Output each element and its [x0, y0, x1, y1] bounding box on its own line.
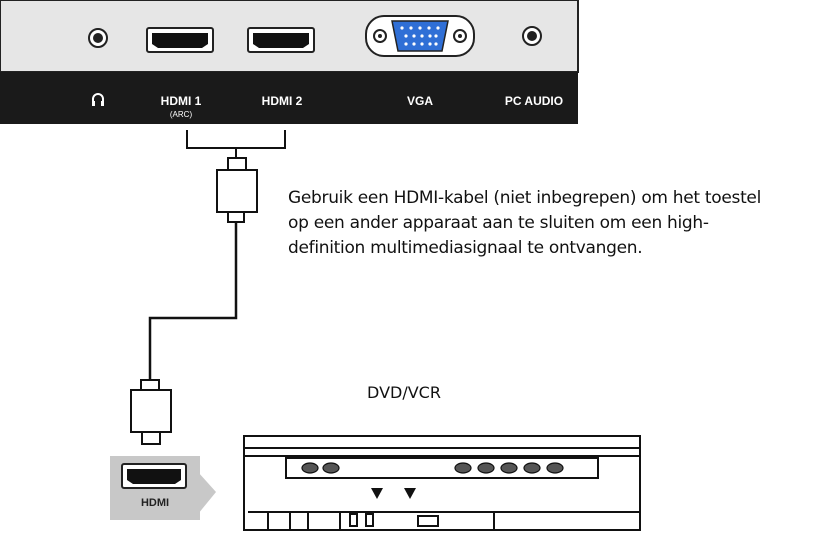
pc-audio-jack — [522, 26, 542, 46]
caption-line-2: op een ander apparaat aan te sluiten om … — [288, 213, 709, 233]
hdmi-1-arc-label: (ARC) — [170, 110, 193, 119]
instruction-caption: Gebruik een HDMI-kabel (niet inbegrepen)… — [288, 186, 828, 261]
dvd-hdmi-port-box: HDMI — [110, 456, 216, 520]
vga-port — [365, 15, 475, 57]
device-indicator-arrows — [371, 488, 416, 499]
hdmi-2-label: HDMI 2 — [262, 94, 303, 108]
hdmi-2-port — [247, 27, 315, 53]
hdmi-bracket — [186, 130, 286, 160]
headphone-icon — [92, 93, 104, 106]
headphone-jack — [88, 28, 108, 48]
vga-label: VGA — [407, 94, 433, 108]
hdmi-1-label: HDMI 1 — [161, 94, 202, 108]
hdmi-1-port — [146, 27, 214, 53]
dvd-vcr-device — [243, 435, 641, 531]
caption-line-1: Gebruik een HDMI-kabel (niet inbegrepen)… — [288, 188, 762, 208]
dvd-hdmi-label: HDMI — [141, 497, 169, 509]
device-buttons — [301, 462, 564, 474]
tv-rear-panel: HDMI 1 (ARC) HDMI 2 VGA PC AUDIO — [0, 0, 579, 124]
device-title: DVD/VCR — [367, 383, 441, 402]
caption-line-3: definition multimediasignaal te ontvange… — [288, 238, 643, 258]
hdmi-cable — [148, 222, 238, 380]
hdmi-cable-plug-top — [216, 157, 258, 223]
hdmi-cable-plug-bottom — [130, 379, 172, 445]
pc-audio-label: PC AUDIO — [505, 94, 563, 108]
